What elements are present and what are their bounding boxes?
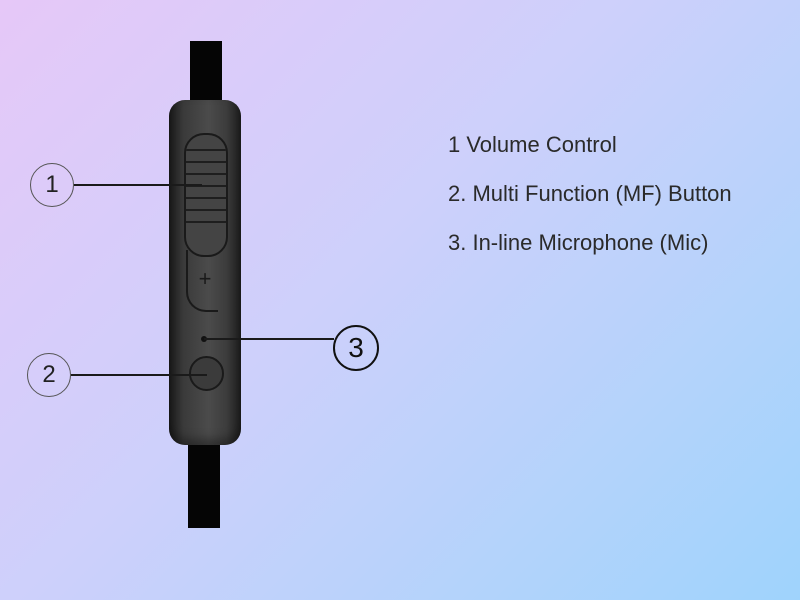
multi-function-button [189, 356, 224, 391]
callout-3-leader [204, 338, 334, 340]
plus-icon: + [198, 266, 212, 291]
callout-2: 2 [27, 353, 71, 397]
callout-1: 1 [30, 163, 74, 207]
rocker-rib [186, 221, 226, 223]
volume-control-rocker [184, 133, 228, 257]
callout-1-leader [74, 184, 202, 186]
callout-2-number: 2 [42, 361, 56, 388]
volume-up-outline [186, 250, 218, 312]
rocker-rib [186, 149, 226, 151]
cable-bottom [188, 430, 220, 528]
rocker-rib [186, 161, 226, 163]
rocker-rib [186, 173, 226, 175]
rocker-rib [186, 197, 226, 199]
callout-3-number: 3 [348, 332, 364, 363]
rocker-rib [186, 209, 226, 211]
legend-item-microphone: 3. In-line Microphone (Mic) [448, 230, 709, 255]
callout-3: 3 [333, 325, 379, 371]
callout-1-number: 1 [45, 171, 59, 198]
legend: 1 Volume Control 2. Multi Function (MF) … [448, 130, 732, 277]
remote-body: + [169, 100, 241, 445]
cable-top [190, 41, 222, 111]
legend-item-mf-button: 2. Multi Function (MF) Button [448, 181, 732, 206]
legend-item-volume-control: 1 Volume Control [448, 132, 617, 157]
rocker-rib [186, 185, 226, 187]
callout-2-leader [71, 374, 207, 376]
